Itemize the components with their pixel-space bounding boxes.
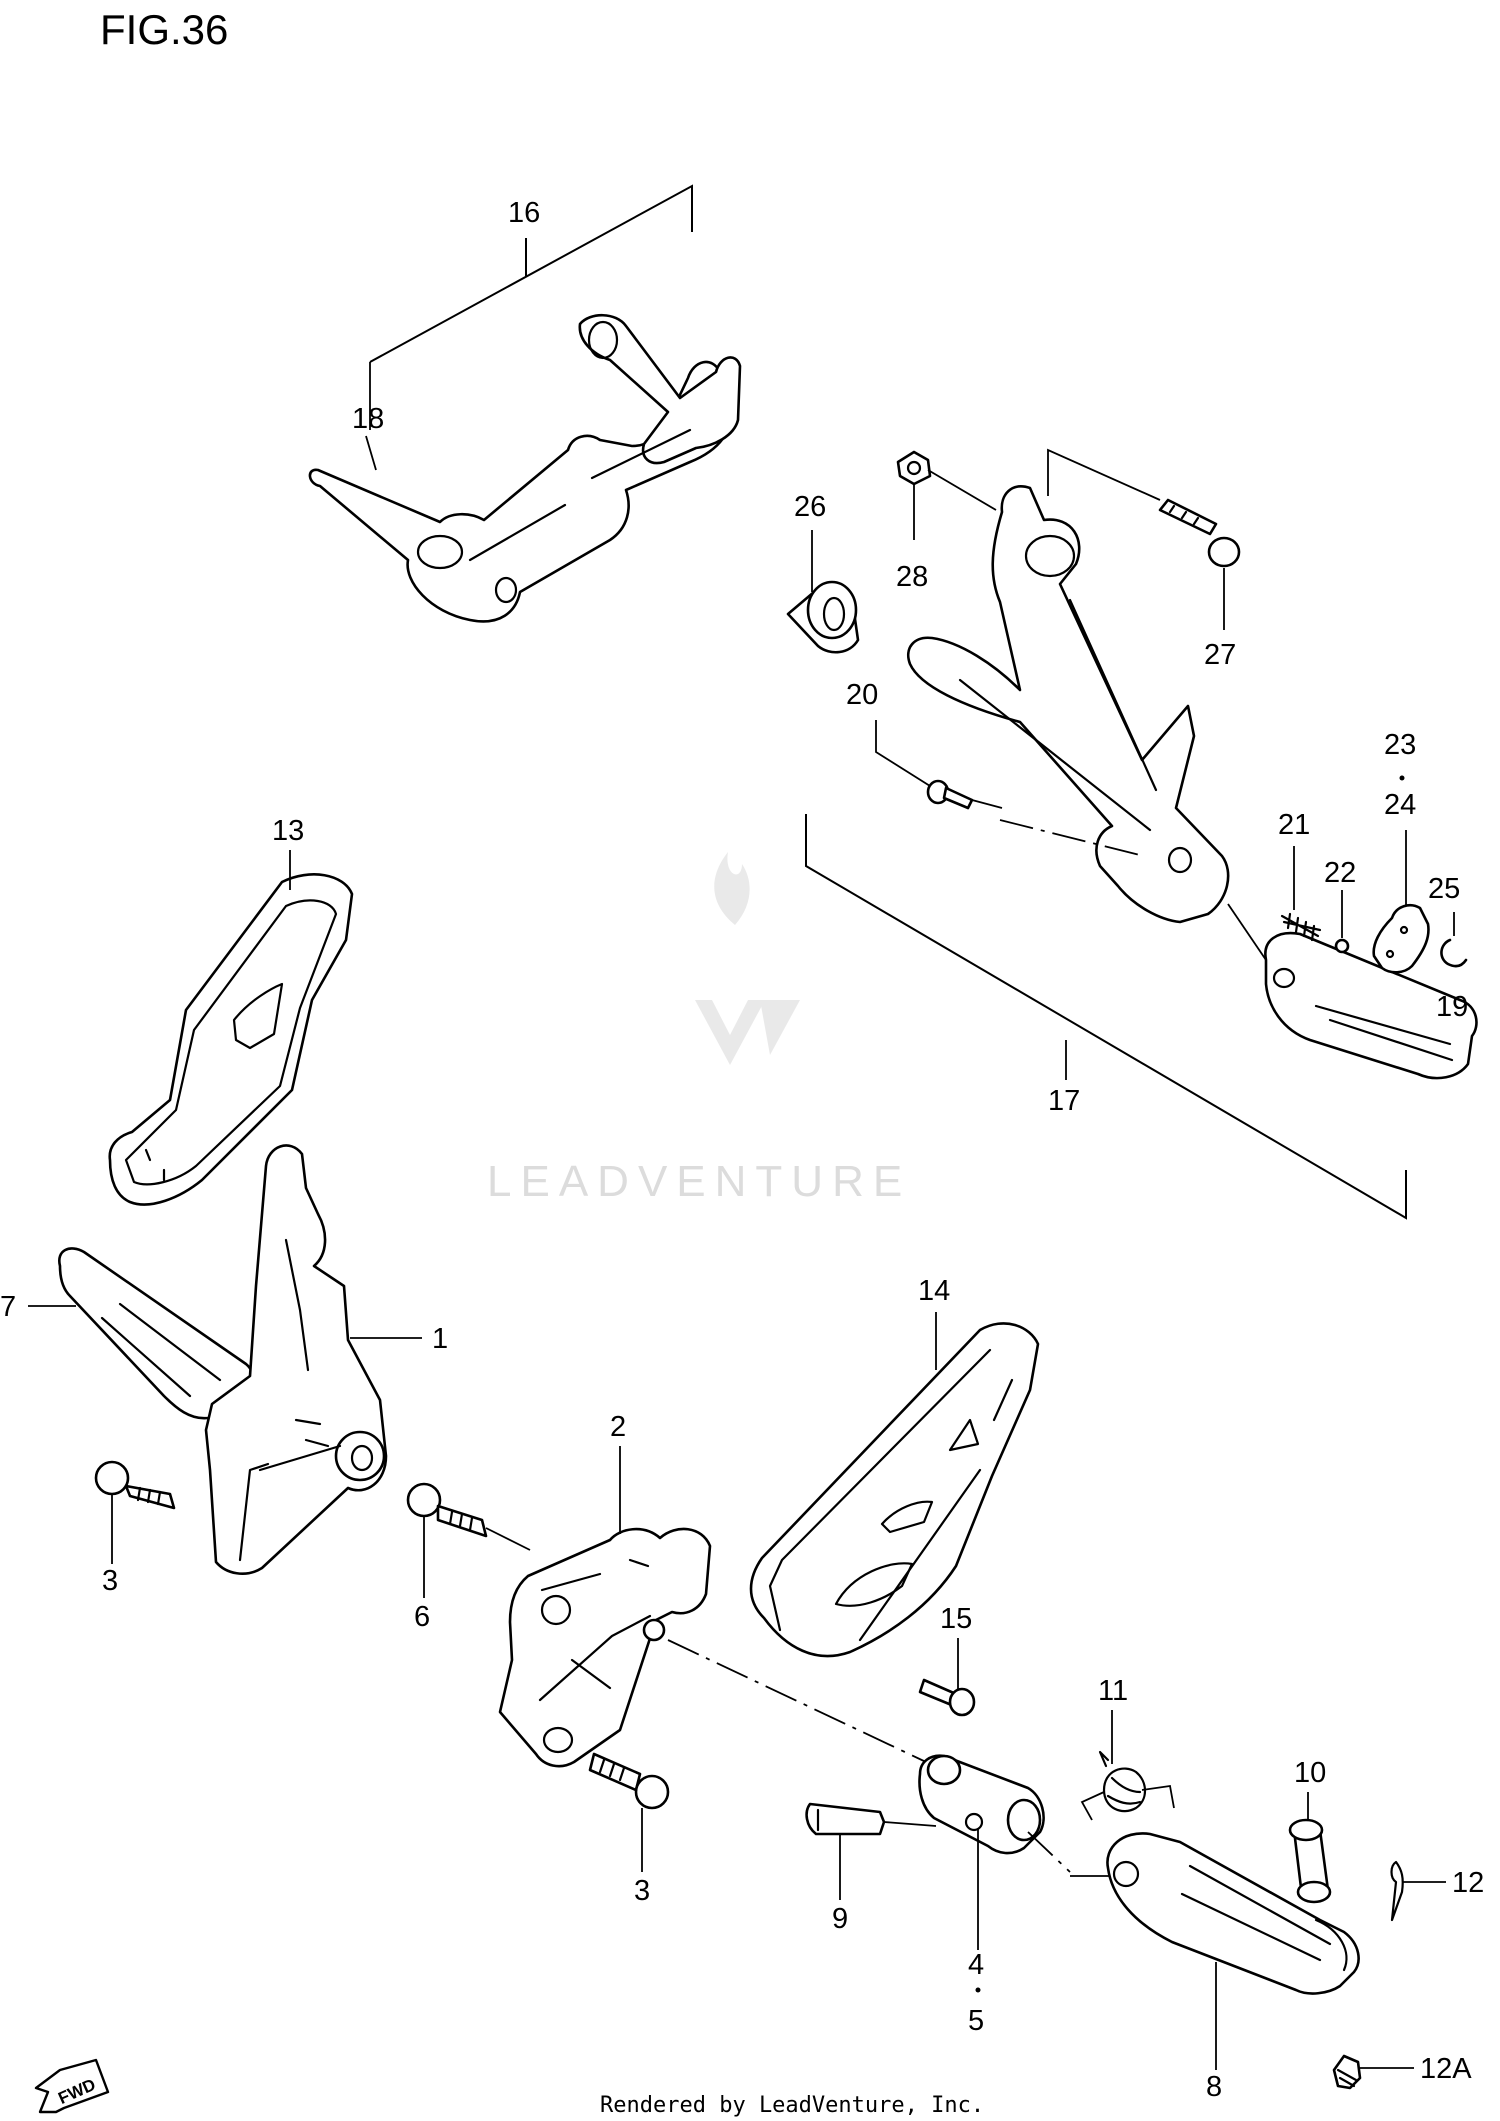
- leader-lines: [28, 184, 1455, 2070]
- callout-3-left: 3: [102, 1565, 118, 1597]
- callout-14: 14: [918, 1275, 950, 1307]
- part-22-ball[interactable]: [1334, 938, 1350, 954]
- callout-7: 7: [0, 1291, 16, 1323]
- fwd-arrow-icon: FWD: [34, 2058, 110, 2114]
- callout-17: 17: [1048, 1085, 1080, 1117]
- callout-2: 2: [610, 1411, 626, 1443]
- centerline-2-4: [667, 1639, 927, 1763]
- footer-credit: Rendered by LeadVenture, Inc.: [600, 2093, 984, 2118]
- leader-19: [1227, 903, 1267, 961]
- callout-20: 20: [846, 679, 878, 711]
- part-25-clip[interactable]: [1440, 938, 1468, 968]
- leader-6-axis: [485, 1527, 531, 1551]
- callout-26: 26: [794, 491, 826, 523]
- callout-labels: 1 2 3 3 4 5 6 7 8 9 10 11 12 12A 13 14 1…: [0, 197, 1484, 2103]
- callout-4: 4: [968, 1949, 984, 1981]
- part-3-bolt-lower[interactable]: [588, 1752, 670, 1810]
- callout-23: 23: [1384, 729, 1416, 761]
- callout-18: 18: [352, 403, 384, 435]
- part-3-bolt-left[interactable]: [94, 1460, 176, 1510]
- callout-21: 21: [1278, 809, 1310, 841]
- callout-13: 13: [272, 815, 304, 847]
- figure-title: FIG.36: [100, 6, 228, 53]
- part-11-spring[interactable]: [1080, 1750, 1175, 1821]
- callout-9: 9: [832, 1903, 848, 1935]
- part-21-spring[interactable]: [1280, 912, 1322, 942]
- part-18-bracket[interactable]: [308, 313, 742, 623]
- callout-22: 22: [1324, 857, 1356, 889]
- centerline-4-8: [1027, 1831, 1071, 1873]
- part-2-bracket[interactable]: [498, 1527, 712, 1768]
- callout-24: 24: [1384, 789, 1416, 821]
- part-13-heel-guard[interactable]: [108, 873, 354, 1206]
- callout-15: 15: [940, 1603, 972, 1635]
- part-26-bushing[interactable]: [786, 580, 860, 654]
- leader-9-axis: [883, 1821, 937, 1827]
- callout-25: 25: [1428, 873, 1460, 905]
- watermark-text: LEADVENTURE: [487, 1157, 911, 1206]
- part-1-footrest-bracket[interactable]: [204, 1144, 388, 1575]
- callout-11: 11: [1098, 1675, 1128, 1707]
- part-6-bolt[interactable]: [406, 1482, 488, 1538]
- callout-8: 8: [1206, 2071, 1222, 2103]
- part-17-footrest-bracket[interactable]: [907, 485, 1478, 1080]
- part-28-nut[interactable]: [896, 450, 932, 486]
- part-20-bolt[interactable]: [926, 779, 974, 810]
- callout-16: 16: [508, 197, 540, 229]
- callout-6: 6: [414, 1601, 430, 1633]
- centerline-17: [999, 819, 1141, 856]
- part-4-pivot[interactable]: [918, 1754, 1045, 1855]
- part-10-collar[interactable]: [1288, 1818, 1332, 1904]
- part-15-screw[interactable]: [918, 1678, 976, 1717]
- callout-27: 27: [1204, 639, 1236, 671]
- part-12a-fitting[interactable]: [1332, 2054, 1362, 2090]
- watermark-logo: [695, 852, 800, 1065]
- callout-10: 10: [1294, 1757, 1326, 1789]
- part-8-footpeg[interactable]: [1106, 1832, 1360, 1995]
- callout-1: 1: [432, 1323, 448, 1355]
- dot-4-5: [975, 1987, 981, 1993]
- callout-12a: 12A: [1420, 2053, 1472, 2085]
- leader-20-axis: [971, 799, 1003, 809]
- callout-5: 5: [968, 2005, 984, 2037]
- part-24-plate[interactable]: [1372, 904, 1430, 974]
- part-27-bolt[interactable]: [1158, 498, 1241, 568]
- dot-23-24: [1399, 775, 1405, 781]
- part-12-cotter-pin[interactable]: [1390, 1860, 1404, 1922]
- callout-19: 19: [1436, 991, 1468, 1023]
- callout-3-lower: 3: [634, 1875, 650, 1907]
- callout-12: 12: [1452, 1867, 1484, 1899]
- callout-28: 28: [896, 561, 928, 593]
- part-9-pin[interactable]: [805, 1802, 886, 1836]
- part-14-heel-guard[interactable]: [749, 1322, 1040, 1658]
